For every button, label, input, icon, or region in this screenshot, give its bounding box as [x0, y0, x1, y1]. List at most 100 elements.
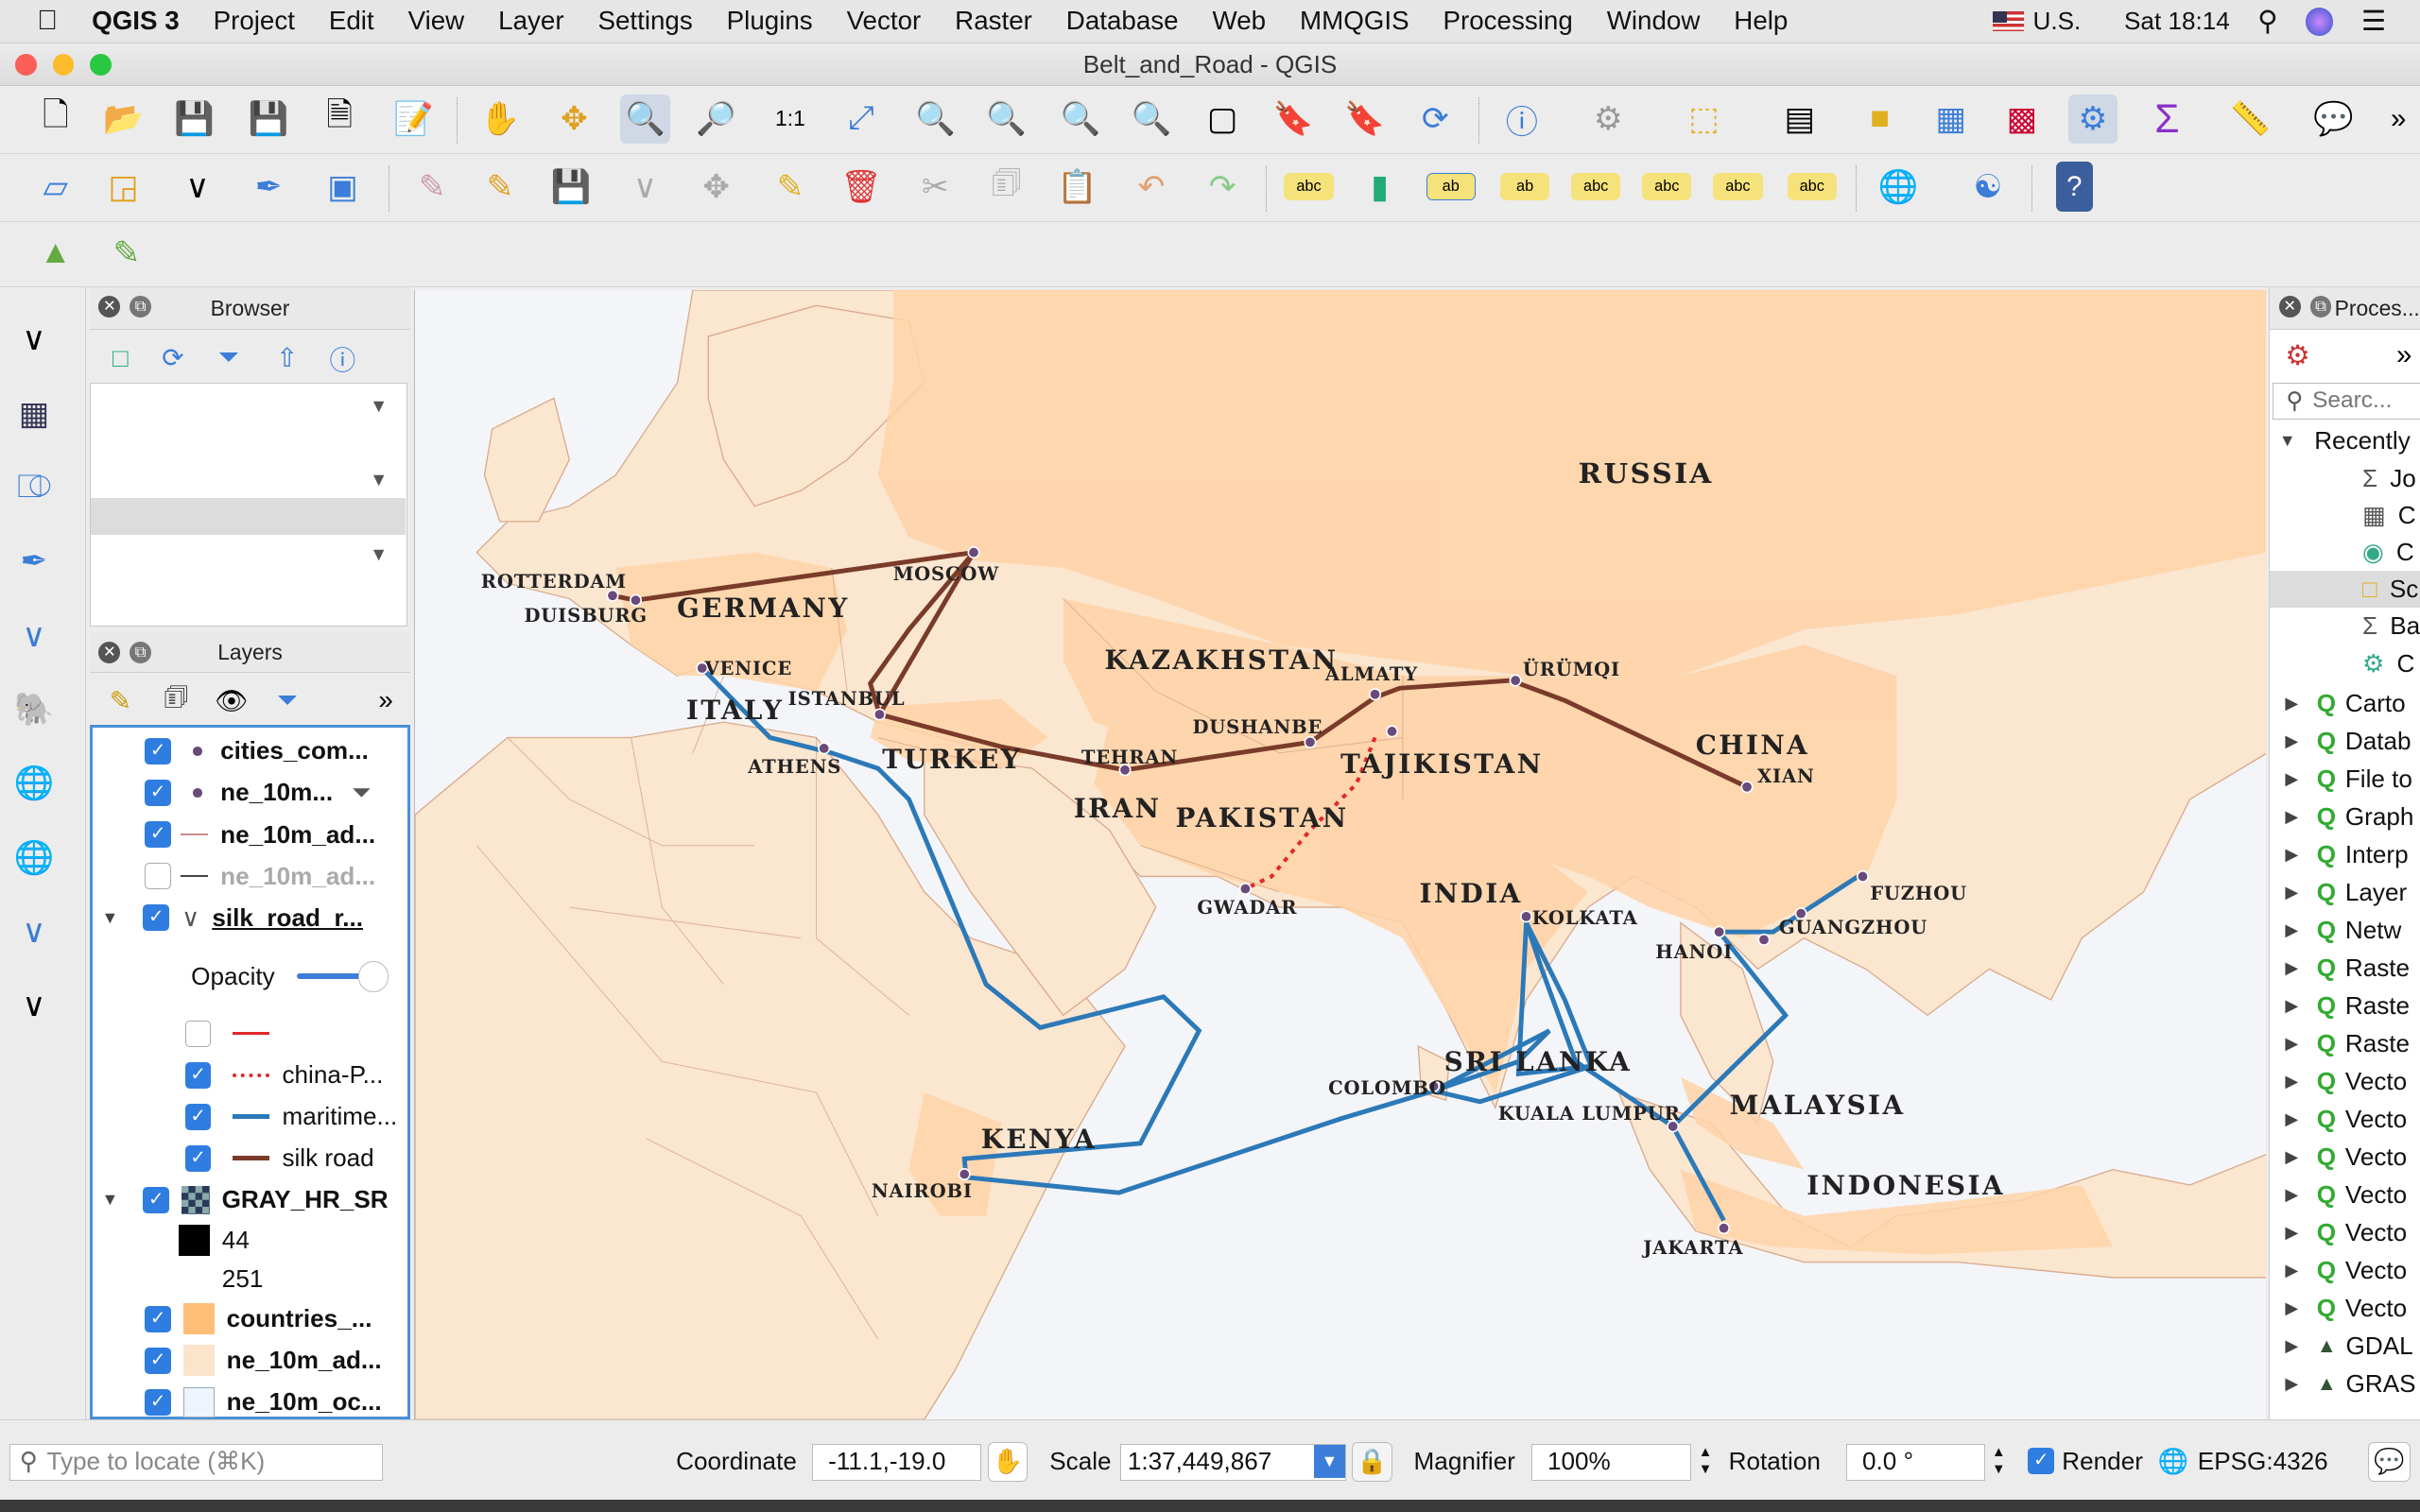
- maritime-route[interactable]: [700, 666, 1864, 1222]
- zoom-last-icon[interactable]: 🔍: [1060, 100, 1101, 137]
- current-edits-icon[interactable]: ▱: [43, 168, 68, 205]
- add-postgis-layer-icon[interactable]: 🐘: [13, 692, 55, 729]
- city-point-fuzhou[interactable]: [1856, 869, 1869, 883]
- expand-icon[interactable]: ▶: [2285, 1185, 2299, 1204]
- float-panel-icon[interactable]: ⧉: [2309, 296, 2332, 318]
- legend-row[interactable]: ✓ china-P...: [184, 1055, 500, 1094]
- open-project-icon[interactable]: 📂: [103, 100, 144, 137]
- zoom-to-selection-icon[interactable]: 🔍: [915, 100, 956, 137]
- select-by-value-icon[interactable]: ▤: [1784, 100, 1815, 137]
- layer-row[interactable]: ✓ ne_10m_ad...: [145, 1341, 459, 1381]
- globe-plugin-icon[interactable]: 🌐: [1877, 168, 1919, 205]
- layer-checkbox[interactable]: ✓: [145, 1347, 171, 1374]
- menu-web[interactable]: Web: [1191, 6, 1267, 36]
- menu-settings[interactable]: Settings: [577, 6, 692, 36]
- processing-model-icon[interactable]: ▣: [327, 168, 358, 205]
- new-project-icon[interactable]: 🗋: [42, 97, 69, 134]
- tree-expander-icon[interactable]: ▼: [370, 395, 389, 417]
- collapse-icon[interactable]: ▼: [2278, 431, 2296, 451]
- city-point-jakarta[interactable]: [1717, 1222, 1730, 1235]
- pan-icon[interactable]: ✋: [479, 100, 521, 137]
- city-point-istanbul[interactable]: [873, 708, 886, 721]
- style-manager-icon[interactable]: ✎: [109, 685, 131, 715]
- map-tips-icon[interactable]: 💬: [2313, 100, 2354, 137]
- coordinate-field[interactable]: -11.1,-19.0: [811, 1443, 982, 1481]
- layer-checkbox[interactable]: [145, 863, 171, 889]
- processing-overflow-icon[interactable]: »: [2395, 339, 2412, 371]
- layer-checkbox[interactable]: [184, 1020, 212, 1047]
- city-point-kashgar[interactable]: [1385, 725, 1398, 738]
- layer-checkbox[interactable]: ✓: [145, 737, 171, 765]
- city-point-athens[interactable]: [817, 742, 830, 755]
- add-wfs-layer-icon[interactable]: ∨: [22, 914, 46, 951]
- zoom-out-icon[interactable]: 🔎: [696, 100, 736, 137]
- manage-visibility-icon[interactable]: 👁: [215, 685, 249, 715]
- siri-icon[interactable]: [2306, 8, 2334, 36]
- expand-icon[interactable]: ▶: [2285, 1071, 2299, 1091]
- expand-icon[interactable]: ▶: [2285, 1336, 2299, 1355]
- layer-checkbox[interactable]: ✓: [184, 1103, 212, 1130]
- menu-vector[interactable]: Vector: [825, 6, 922, 36]
- refresh-browser-icon[interactable]: ⟳: [162, 343, 184, 373]
- add-selected-layers-icon[interactable]: □: [112, 342, 129, 372]
- field-calculator-icon[interactable]: ▩: [2006, 100, 2037, 137]
- city-point-gwadar[interactable]: [1238, 882, 1252, 895]
- help-icon[interactable]: ?: [2055, 162, 2093, 212]
- plugin-edit-map-icon[interactable]: ✎: [112, 234, 141, 271]
- cut-features-icon[interactable]: ✂: [922, 168, 949, 205]
- run-feature-action-icon[interactable]: ⚙: [1593, 100, 1623, 137]
- layer-row[interactable]: ✓ ne_10m_ad...: [145, 815, 459, 854]
- save-as-icon[interactable]: 💾: [248, 100, 289, 137]
- add-spatialite-layer-icon[interactable]: ⎄: [16, 469, 52, 506]
- apple-icon[interactable]: : [0, 5, 75, 37]
- layer-row[interactable]: ✓ countries_...: [145, 1298, 459, 1338]
- edit-pencil-disabled-icon[interactable]: ✎: [418, 168, 446, 205]
- toggle-extents-icon[interactable]: ✋: [987, 1441, 1028, 1483]
- zoom-in-icon[interactable]: 🔍: [620, 94, 670, 144]
- menu-project[interactable]: Project: [192, 6, 295, 36]
- layout-manager-icon[interactable]: 📝: [393, 100, 434, 137]
- expand-icon[interactable]: ▶: [2285, 919, 2299, 939]
- toggle-editing-icon[interactable]: ◲: [108, 168, 139, 205]
- layer-row[interactable]: ne_10m_ad...: [145, 856, 459, 896]
- edit-pencil-icon[interactable]: ✎: [486, 168, 514, 205]
- city-point-nairobi[interactable]: [958, 1167, 971, 1181]
- spinner-icon[interactable]: ▲▼: [1991, 1444, 2006, 1477]
- zoom-native-icon[interactable]: 1:1: [775, 106, 805, 131]
- copy-features-icon[interactable]: 🗊: [991, 165, 1022, 202]
- tree-expander-icon[interactable]: ▼: [370, 543, 389, 565]
- rotate-label-icon[interactable]: abc: [1713, 172, 1763, 201]
- silk-road-branch[interactable]: [876, 551, 976, 716]
- layer-row[interactable]: ✓ ne_10m... ⏷: [145, 773, 459, 813]
- expand-icon[interactable]: ▶: [2285, 1223, 2299, 1242]
- expand-icon[interactable]: ▶: [2285, 693, 2299, 713]
- pan-to-selection-icon[interactable]: ✥: [560, 100, 588, 137]
- minimize-window-button[interactable]: [52, 54, 75, 76]
- measure-line-icon[interactable]: 📏: [2230, 100, 2271, 137]
- city-point-dushanbe[interactable]: [1303, 735, 1317, 748]
- close-panel-icon[interactable]: ✕: [2278, 296, 2301, 318]
- print-composer-icon[interactable]: 🗎: [326, 97, 353, 134]
- zoom-full-icon[interactable]: ⤢: [848, 100, 874, 137]
- undo-icon[interactable]: ↶: [1137, 168, 1166, 205]
- diagram-icon[interactable]: ▮: [1371, 168, 1390, 205]
- city-point-moscow[interactable]: [967, 545, 980, 559]
- move-feature-icon[interactable]: ✥: [702, 168, 730, 205]
- enable-properties-icon[interactable]: ⓘ: [329, 345, 356, 375]
- add-raster-layer-icon[interactable]: ▦: [18, 395, 50, 432]
- browser-tree[interactable]: ▼ ▼ ▼: [89, 382, 408, 627]
- redo-icon[interactable]: ↷: [1208, 168, 1236, 205]
- layer-checkbox[interactable]: ✓: [143, 1187, 170, 1213]
- add-vector-layer-icon[interactable]: ∨: [22, 321, 46, 358]
- expand-icon[interactable]: ▶: [2285, 995, 2299, 1015]
- new-shapefile-layer-icon[interactable]: ∨: [22, 988, 46, 1024]
- scale-field[interactable]: 1:37,449,867 ▼: [1120, 1443, 1346, 1481]
- vertex-tool-icon[interactable]: ∨: [185, 168, 210, 205]
- layer-row[interactable]: ✓ cities_com...: [145, 731, 459, 771]
- render-checkbox[interactable]: ✓: [2028, 1448, 2055, 1475]
